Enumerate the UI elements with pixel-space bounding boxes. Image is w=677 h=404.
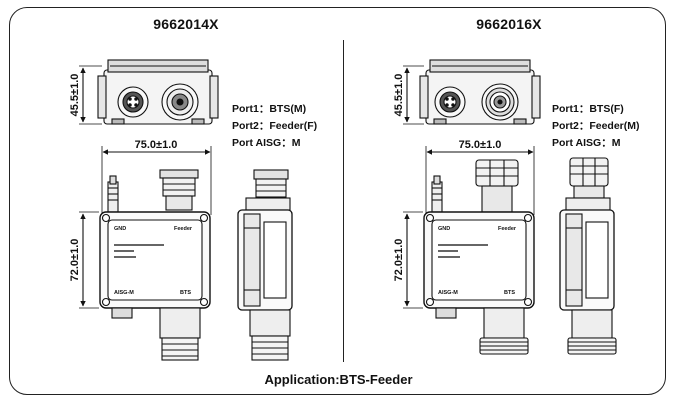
left-dim-top-height: 45.5±1.0 — [69, 74, 81, 117]
left-port-aisg-label: Port AISG：M — [232, 137, 301, 149]
left-box-bts-label: BTS — [180, 290, 191, 296]
left-port-list: Port1：BTS(M) Port2：Feeder(F) Port AISG：M — [232, 101, 317, 152]
right-box-gnd-label: GND — [438, 226, 450, 232]
application-caption: Application:BTS-Feeder — [264, 372, 413, 387]
right-dim-body-height: 72.0±1.0 — [393, 239, 405, 282]
outer-frame — [9, 7, 666, 395]
left-box-aisg-label: AISG-M — [114, 290, 134, 296]
right-side-view — [559, 157, 617, 355]
right-dim-top-height: 45.5±1.0 — [393, 74, 405, 117]
right-top-view — [419, 59, 541, 125]
left-box-feeder-label: Feeder — [174, 226, 193, 232]
left-product-drawing — [79, 59, 293, 361]
right-port1-label: Port1：BTS(F) — [552, 103, 624, 115]
left-top-view — [97, 59, 219, 125]
right-box-feeder-label: Feeder — [498, 226, 517, 232]
right-model-title: 9662016X — [476, 16, 542, 32]
left-port2-label: Port2：Feeder(F) — [232, 120, 318, 132]
left-dim-body-height: 72.0±1.0 — [69, 239, 81, 282]
left-port1-label: Port1：BTS(M) — [232, 103, 307, 115]
right-front-view — [423, 159, 535, 355]
right-product-drawing — [403, 59, 617, 355]
right-port-list: Port1：BTS(F) Port2：Feeder(M) Port AISG：M — [552, 101, 640, 152]
left-side-view — [237, 169, 293, 361]
right-port-aisg-label: Port AISG：M — [552, 137, 621, 149]
left-box-gnd-label: GND — [114, 226, 126, 232]
left-dim-width: 75.0±1.0 — [135, 139, 178, 151]
right-dim-width: 75.0±1.0 — [459, 139, 502, 151]
right-box-nameplate-line — [438, 250, 458, 252]
right-box-nameplate-line — [438, 256, 460, 258]
left-front-view — [99, 169, 211, 361]
right-box-nameplate-line — [438, 244, 488, 246]
left-model-title: 9662014X — [153, 16, 219, 32]
left-box-nameplate-line — [114, 250, 134, 252]
left-box-nameplate-line — [114, 244, 164, 246]
right-box-aisg-label: AISG-M — [438, 290, 458, 296]
right-box-bts-label: BTS — [504, 290, 515, 296]
center-divider — [343, 40, 344, 362]
right-port2-label: Port2：Feeder(M) — [552, 120, 640, 132]
left-box-nameplate-line — [114, 256, 136, 258]
